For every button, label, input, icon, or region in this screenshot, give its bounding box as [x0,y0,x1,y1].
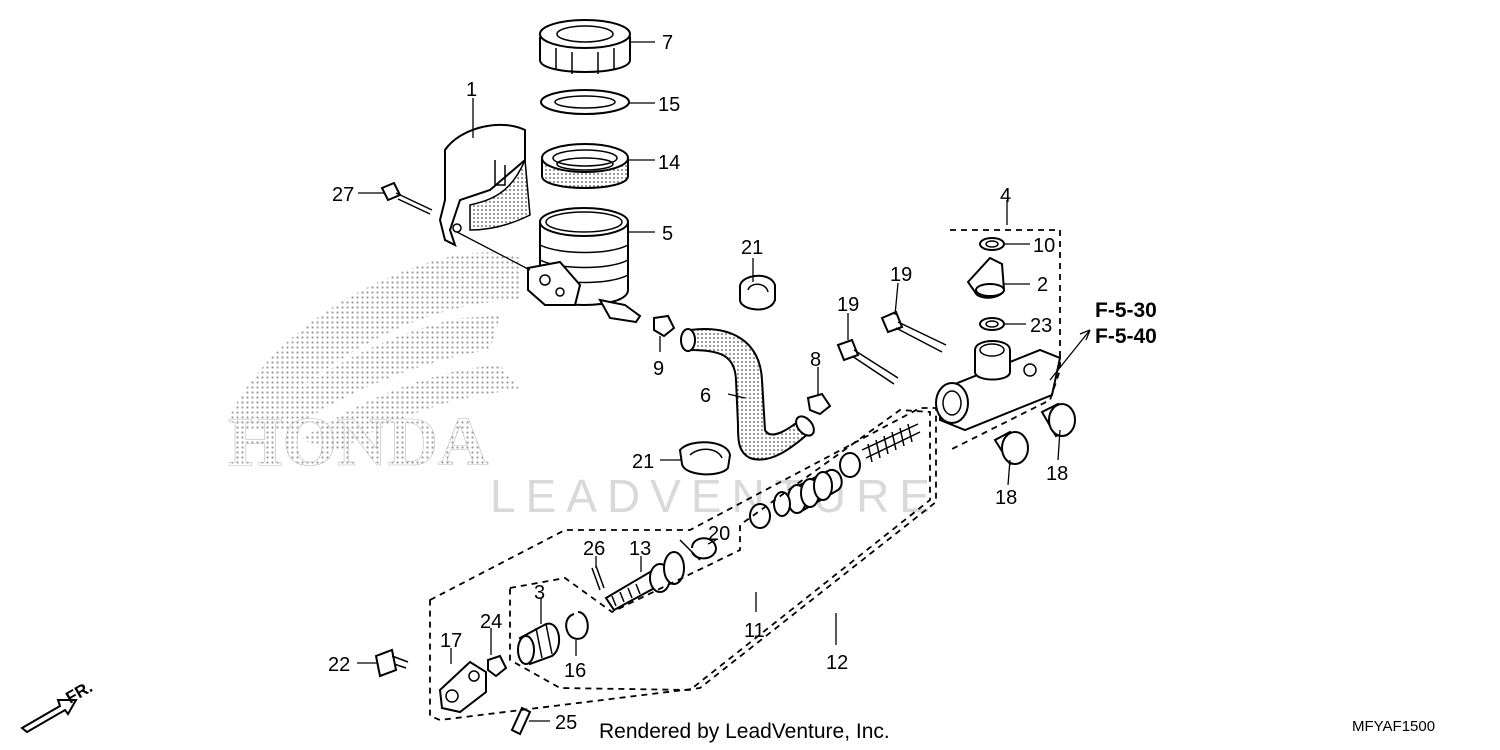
push-rod[interactable] [604,551,685,612]
front-direction-arrow [20,699,78,734]
callout-1: 1 [466,79,477,101]
reference-f-5-30[interactable]: F-5-30 [1095,299,1157,322]
diagram-code: MFYAF1500 [1352,718,1435,735]
leadventure-watermark: LEADVENTURE [490,470,940,522]
nut-8[interactable] [806,392,832,416]
master-cylinder-body[interactable] [935,340,1062,432]
callout-27: 27 [332,184,354,206]
callout-4: 4 [1000,185,1011,207]
callout-2: 2 [1037,274,1048,296]
callout-5: 5 [662,223,673,245]
piston-cup[interactable] [839,452,861,478]
callout-14: 14 [658,152,680,174]
piston[interactable] [787,468,843,514]
reference-arrow [1079,329,1091,341]
callout-15: 15 [658,94,680,116]
reference-f-5-40[interactable]: F-5-40 [1095,325,1157,348]
collar-18-right[interactable] [1040,402,1076,438]
boot-3[interactable] [517,622,561,666]
callout-21-upper: 21 [741,237,763,259]
hose-clip-upper[interactable] [739,274,776,311]
callout-17: 17 [440,630,462,652]
cotter-pin-26[interactable] [591,565,605,591]
reservoir-diaphragm[interactable] [541,143,629,189]
bolt-19-right[interactable] [880,310,947,353]
callout-16: 16 [564,660,586,682]
o-ring-23[interactable] [979,317,1005,331]
callout-11: 11 [744,620,765,642]
callout-24: 24 [480,611,502,633]
reservoir-cover[interactable] [438,123,531,271]
callout-22: 22 [328,654,350,676]
callout-6: 6 [700,385,711,407]
reservoir-cap[interactable] [539,19,631,74]
callout-19-right: 19 [890,264,912,286]
reservoir-tank[interactable] [527,207,642,324]
hose-clip-lower[interactable] [678,441,732,476]
callout-23: 23 [1030,315,1052,337]
callout-20: 20 [708,523,730,545]
collar-18-left[interactable] [993,430,1029,466]
assembly-outer-outline [429,407,937,721]
bolt-19-left[interactable] [836,338,899,385]
callout-13: 13 [629,538,651,560]
piston-seal[interactable] [749,491,791,529]
callout-3: 3 [534,582,545,604]
leader-lines [357,41,1091,722]
callout-21-lower: 21 [632,451,654,473]
callout-18-left: 18 [995,487,1017,509]
reservoir-plate[interactable] [540,89,630,115]
callout-10: 10 [1033,235,1055,257]
joint-17[interactable] [438,660,487,714]
pin-22[interactable] [374,648,409,678]
callout-9: 9 [653,358,664,380]
callout-8: 8 [810,349,821,371]
nut-9[interactable] [653,314,676,338]
callout-12: 12 [826,652,848,674]
callout-18-right: 18 [1046,463,1068,485]
callout-25: 25 [555,712,577,734]
callout-26: 26 [583,538,605,560]
pin-25[interactable] [510,706,532,736]
rendered-by-credit: Rendered by LeadVenture, Inc. [599,720,890,743]
bolt-27[interactable] [380,181,433,215]
callout-19-left: 19 [837,294,859,316]
honda-wing-watermark [228,252,520,450]
reservoir-hose[interactable] [680,328,817,461]
honda-watermark: HONDA [228,404,489,481]
circlip-16[interactable] [565,611,589,640]
nut-24[interactable] [487,654,508,678]
callout-7: 7 [662,32,673,54]
joint-2[interactable] [966,256,1006,299]
piston-spring[interactable] [861,423,921,463]
washer-10[interactable] [979,237,1005,251]
assembly-12-outline [509,409,931,691]
